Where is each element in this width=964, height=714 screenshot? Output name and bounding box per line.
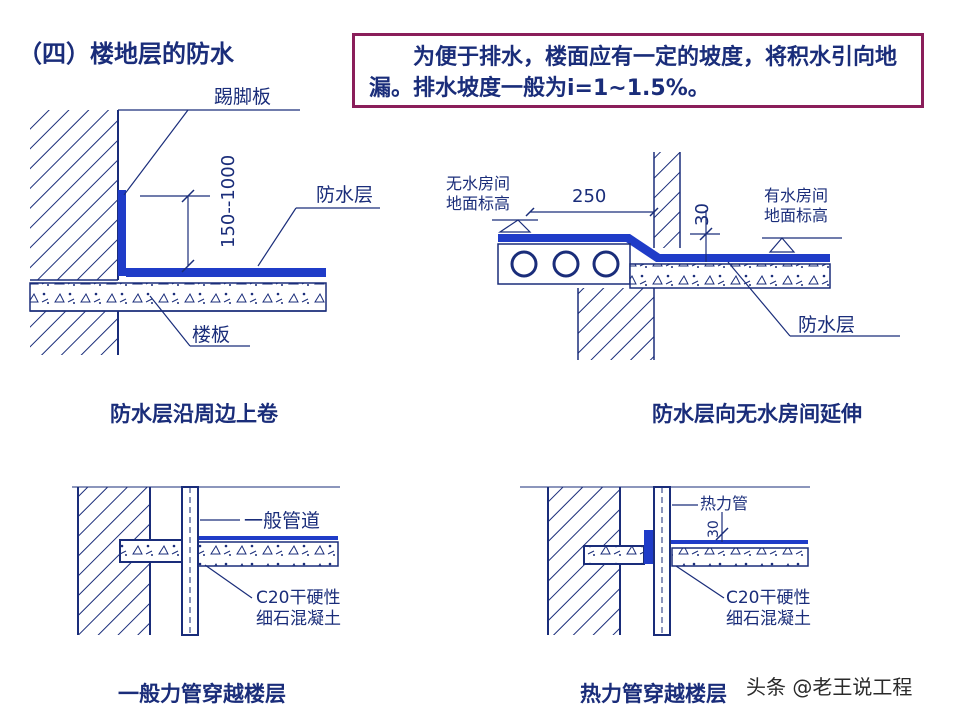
fig3-concrete-label: C20干硬性 细石混凝土 [256, 588, 341, 629]
fig3-pipe-label: 一般管道 [244, 510, 321, 532]
fig3-drawing [72, 486, 340, 636]
fig2-beam [578, 288, 654, 360]
fig1-caption: 防水层沿周边上卷 [110, 402, 278, 426]
fig1-wall [30, 110, 118, 280]
section-title: （四）楼地层的防水 [18, 40, 234, 68]
fig1-slab-label: 楼板 [192, 324, 231, 346]
fig4-caption: 热力管穿越楼层 [580, 682, 727, 706]
fig2-dim-250: 250 [572, 186, 607, 207]
note-text: 为便于排水，楼面应有一定的坡度，将积水引向地漏。排水坡度一般为i=1~1.5%。 [369, 45, 898, 101]
fig2-drawing [492, 152, 900, 360]
watermark: 头条 @老王说工程 [746, 675, 913, 699]
fig2-waterproof-layer [626, 234, 830, 262]
fig1-waterproof-label: 防水层 [316, 184, 374, 206]
fig2-wet-room-label: 有水房间 地面标高 [764, 186, 829, 225]
note-box: 为便于排水，楼面应有一定的坡度，将积水引向地漏。排水坡度一般为i=1~1.5%。 [352, 33, 924, 108]
fig2-dry-waterproof [498, 234, 630, 242]
fig2-hollow-slab [497, 243, 631, 285]
fig2-wall [654, 152, 680, 248]
fig1-dimension-label: 150--1000 [218, 154, 239, 248]
fig4-dim-30: 30 [706, 520, 722, 538]
fig4-pipe-label: 热力管 [700, 494, 749, 513]
fig1-skirting-board [118, 190, 126, 276]
fig3-caption: 一般力管穿越楼层 [118, 682, 286, 706]
fig4-concrete-label: C20干硬性 细石混凝土 [726, 588, 811, 629]
fig1-skirting-label: 踢脚板 [214, 86, 272, 108]
fig2-dim-30: 30 [692, 203, 713, 226]
fig4-drawing [520, 486, 810, 636]
fig2-waterproof-label: 防水层 [798, 314, 856, 336]
fig2-dry-room-label: 无水房间 地面标高 [446, 174, 511, 213]
fig2-caption: 防水层向无水房间延伸 [652, 402, 862, 426]
fig1-drawing [29, 109, 380, 355]
